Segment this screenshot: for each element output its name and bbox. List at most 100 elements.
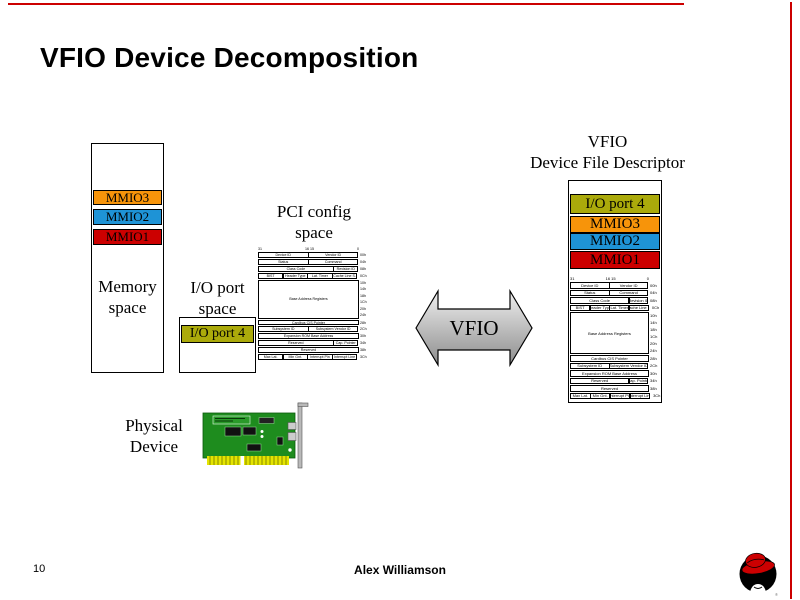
footer-author: Alex Williamson bbox=[354, 563, 446, 577]
pci-offset-label: 38h bbox=[650, 385, 657, 391]
io-port-space-box: I/O port 4 bbox=[179, 317, 256, 373]
pci-register-cell: Command bbox=[307, 258, 359, 265]
bit-label: 31 bbox=[570, 276, 575, 281]
pci-register-cell: Base Address Registers bbox=[258, 279, 359, 319]
top-accent-line bbox=[8, 3, 684, 5]
pci-register-cell: Reserved bbox=[258, 347, 359, 354]
pci-offset-column: 38h bbox=[649, 385, 660, 392]
pci-offset-label: 00h bbox=[650, 282, 657, 288]
pci-register-cell: Expansion ROM Base Address bbox=[570, 370, 649, 377]
pci-register-cell: Vendor ID bbox=[307, 252, 359, 258]
fd-io-port4-region: I/O port 4 bbox=[570, 194, 660, 214]
pci-offset-label: 00h bbox=[360, 252, 366, 257]
pci-offset-column: 38h bbox=[359, 347, 370, 353]
pci-offset-label: 3Ch bbox=[653, 393, 661, 399]
red-fedora bbox=[741, 552, 775, 575]
pci-register-cell: Interrupt Line bbox=[331, 354, 358, 360]
memory-space-box: MMIO3 MMIO2 MMIO1 Memory space bbox=[91, 143, 164, 373]
card-dot bbox=[288, 448, 292, 452]
pci-offset-label: 1Ch bbox=[360, 300, 367, 305]
pci-register-cell: Reserved bbox=[258, 340, 334, 347]
bit-label: 0 bbox=[646, 276, 649, 281]
physical-device-image bbox=[202, 402, 309, 469]
connector-notch bbox=[240, 456, 244, 465]
pci-offset-column: 08h bbox=[649, 297, 660, 304]
memory-space-label: Memory space bbox=[98, 277, 157, 317]
shadowman-feature bbox=[753, 586, 763, 589]
pci-register-cell: Min Gnt. bbox=[282, 354, 308, 360]
pci-register-cell: Device ID bbox=[570, 282, 610, 289]
chip bbox=[224, 426, 242, 437]
pci-offset-label: 28h bbox=[650, 355, 657, 361]
pci-offset-column: 04h bbox=[649, 290, 660, 297]
pci-register-cell: Vendor ID bbox=[608, 282, 649, 289]
trademark-symbol: ® bbox=[775, 592, 778, 597]
pci-register-cell: Lat. Timer bbox=[609, 304, 630, 311]
pci-offset-label: 10h bbox=[360, 280, 366, 285]
pci-offset-label: 2Ch bbox=[360, 327, 367, 332]
pci-offset-column: 30h bbox=[649, 370, 660, 377]
red-hat-logo: ® bbox=[739, 552, 778, 597]
pci-register-cell: Cap. Pointer bbox=[333, 340, 359, 347]
card-port bbox=[287, 422, 297, 430]
vfio-arrow: VFIO bbox=[415, 288, 533, 368]
pci-register-cell: Cap. Pointer bbox=[628, 377, 649, 384]
fd-mmio1-region: MMIO1 bbox=[570, 251, 660, 269]
pci-register-cell: Status bbox=[258, 258, 309, 265]
pci-offset-label: 18h bbox=[360, 293, 366, 298]
pci-offset-label: 14h bbox=[650, 320, 657, 325]
pci-register-cell: Interrupt Pin bbox=[609, 392, 631, 399]
pci-offset-label: 04h bbox=[360, 259, 366, 264]
pci-offset-column: 2Ch bbox=[649, 363, 660, 370]
mmio1-region: MMIO1 bbox=[93, 229, 162, 245]
pci-offset-label: 24h bbox=[650, 348, 657, 353]
pci-register-cell: BIST bbox=[258, 272, 284, 279]
pci-register-cell: Min Gnt. bbox=[589, 392, 611, 399]
pci-offset-column: 30h bbox=[359, 333, 370, 339]
pci-offset-label: 30h bbox=[650, 370, 657, 376]
pci-offset-label: 1Ch bbox=[650, 334, 658, 339]
bit-label: 0 bbox=[357, 247, 359, 251]
card-bracket bbox=[297, 402, 303, 469]
pci-register-cell: Max Lat. bbox=[570, 392, 591, 399]
pci-register-cell: Cardbus CIS Pointer bbox=[258, 319, 359, 326]
pci-offset-column: 0Ch bbox=[359, 273, 370, 279]
chip bbox=[276, 436, 284, 446]
pci-offset-label: 10h bbox=[650, 313, 657, 318]
pci-offset-column: 08h bbox=[359, 266, 370, 272]
bit-label: 31 bbox=[258, 247, 262, 251]
mmio2-region: MMIO2 bbox=[93, 209, 162, 225]
io-port-space-label: I/O port space bbox=[190, 278, 245, 318]
vfio-arrow-label: VFIO bbox=[449, 316, 498, 340]
shadowman-face bbox=[750, 584, 766, 596]
pci-offset-label: 28h bbox=[360, 320, 366, 325]
page-number: 10 bbox=[33, 563, 46, 575]
pci-offset-label: 20h bbox=[360, 306, 366, 311]
slide-title: VFIO Device Decomposition bbox=[40, 42, 419, 73]
pci-register-cell: Reserved bbox=[570, 385, 649, 392]
card-label-text-line bbox=[215, 420, 233, 422]
pci-offset-column: 34h bbox=[649, 378, 660, 385]
pci-register-cell: Device ID bbox=[258, 252, 309, 258]
pci-offset-label: 30h bbox=[360, 334, 366, 339]
pci-register-cell: Base Address Registers bbox=[570, 312, 649, 354]
pci-offset-column: 28h bbox=[359, 320, 370, 326]
pci-offset-column: 28h bbox=[649, 355, 660, 362]
